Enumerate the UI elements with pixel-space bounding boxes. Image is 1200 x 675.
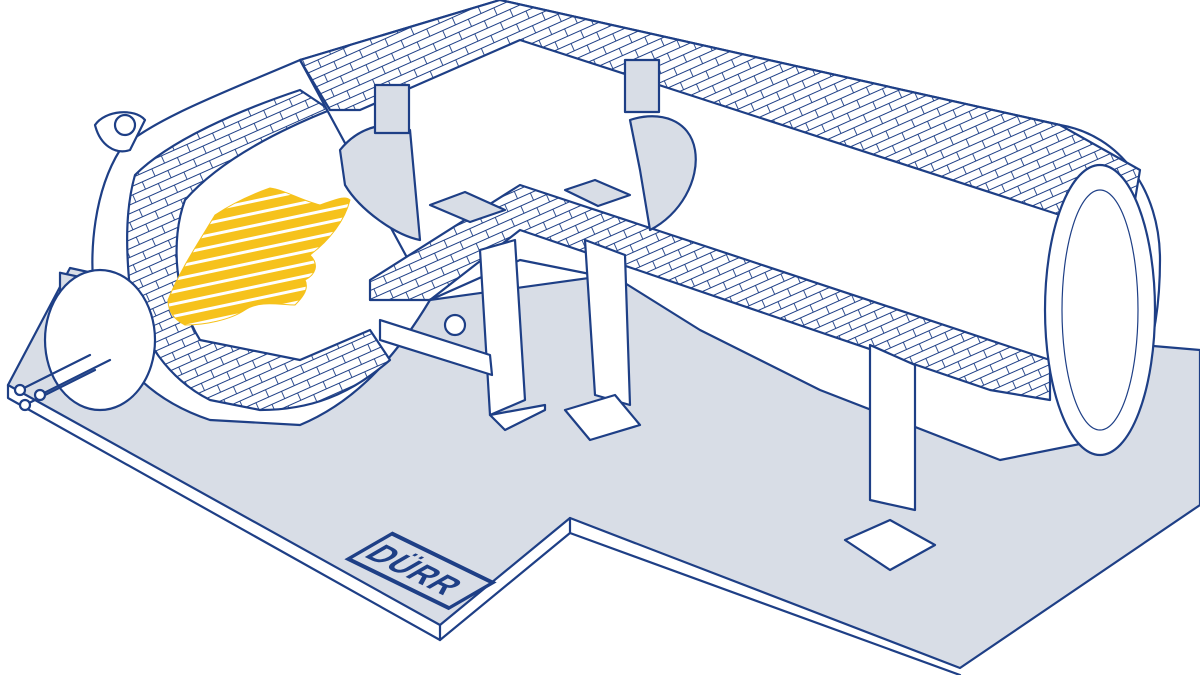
flame-icon — [167, 187, 351, 326]
inlet-pipe — [93, 111, 494, 377]
burner-nozzles — [13, 268, 157, 412]
support-legs — [478, 238, 937, 572]
main-chamber — [298, 0, 1162, 462]
